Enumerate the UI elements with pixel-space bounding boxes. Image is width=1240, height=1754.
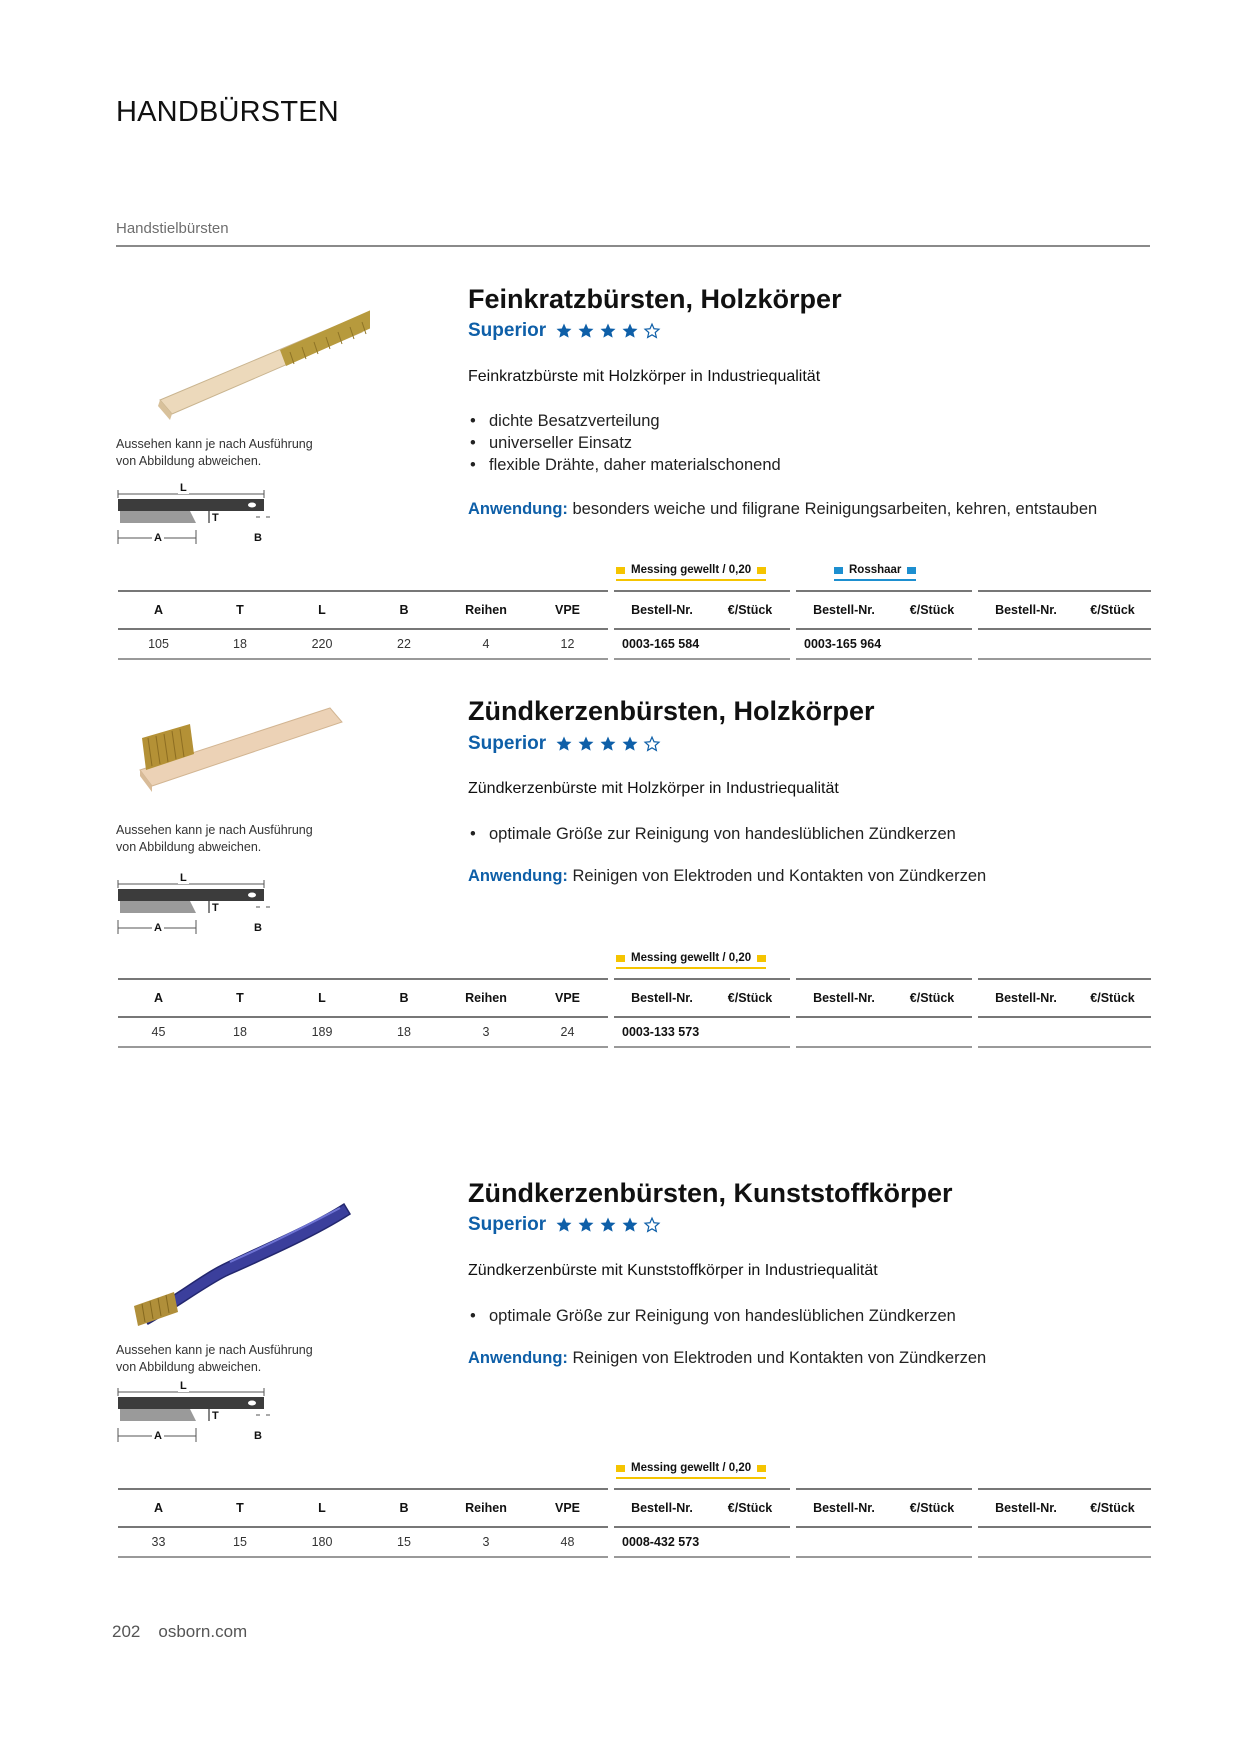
star-filled-icon	[599, 735, 617, 753]
feature-item: universeller Einsatz	[468, 432, 781, 454]
order-number[interactable]: 0003-133 573	[614, 1017, 790, 1048]
application-text: Anwendung: Reinigen von Elektroden und K…	[468, 1349, 987, 1367]
material-tag-brass: Messing gewellt / 0,20	[616, 1462, 767, 1479]
material-tag-horsehair: Rosshaar	[834, 564, 917, 581]
star-outline-icon	[643, 322, 661, 340]
brush-photo	[139, 707, 343, 792]
star-outline-icon	[643, 735, 661, 753]
star-filled-icon	[577, 735, 595, 753]
star-filled-icon	[621, 1216, 639, 1234]
feature-item: optimale Größe zur Reinigung von handesl…	[468, 1305, 956, 1327]
page-footer: 202 osborn.com	[112, 1622, 247, 1642]
product-description: Zündkerzenbürste mit Holzkörper in Indus…	[468, 780, 839, 797]
product-description: Feinkratzbürste mit Holzkörper in Indust…	[468, 368, 821, 385]
product-title: Zündkerzenbürsten, Holzkörper	[468, 696, 875, 726]
application-text: Anwendung: besonders weiche und filigran…	[468, 500, 1098, 518]
website-link[interactable]: osborn.com	[158, 1622, 248, 1641]
material-tag-brass: Messing gewellt / 0,20	[616, 952, 767, 969]
order-number[interactable]: 0003-165 584	[614, 629, 790, 660]
image-disclaimer: Aussehen kann je nach Ausführung von Abb…	[116, 1343, 313, 1374]
dimension-diagram: L T A B	[116, 1380, 276, 1454]
order-number[interactable]: 0008-432 573	[614, 1527, 790, 1558]
material-tag-brass: Messing gewellt / 0,20	[616, 564, 767, 581]
feature-item: optimale Größe zur Reinigung von handesl…	[468, 823, 956, 845]
brush-photo	[134, 1202, 352, 1326]
star-filled-icon	[555, 735, 573, 753]
feature-list: optimale Größe zur Reinigung von handesl…	[468, 1305, 956, 1327]
star-filled-icon	[555, 322, 573, 340]
dimension-diagram: L T A B	[116, 482, 276, 556]
quality-rating: Superior	[468, 1214, 661, 1236]
product-description: Zündkerzenbürste mit Kunststoffkörper in…	[468, 1262, 878, 1279]
page-number: 202	[112, 1622, 141, 1641]
dimension-diagram: L T A B	[116, 872, 276, 946]
feature-item: flexible Drähte, daher materialschonend	[468, 454, 781, 476]
image-disclaimer: Aussehen kann je nach Ausführung von Abb…	[116, 437, 313, 468]
product-title: Zündkerzenbürsten, Kunststoffkörper	[468, 1178, 953, 1208]
quality-rating: Superior	[468, 320, 661, 342]
brush-photo	[158, 310, 370, 420]
image-disclaimer: Aussehen kann je nach Ausführung von Abb…	[116, 823, 313, 854]
feature-list: dichte Besatzverteilung universeller Ein…	[468, 410, 781, 476]
section-label: Handstielbürsten	[116, 220, 229, 237]
section-divider	[116, 245, 1150, 247]
feature-item: dichte Besatzverteilung	[468, 410, 781, 432]
star-filled-icon	[577, 1216, 595, 1234]
order-number[interactable]: 0003-165 964	[796, 629, 972, 660]
quality-rating: Superior	[468, 733, 661, 755]
star-filled-icon	[599, 322, 617, 340]
feature-list: optimale Größe zur Reinigung von handesl…	[468, 823, 956, 845]
product-title: Feinkratzbürsten, Holzkörper	[468, 284, 842, 314]
star-outline-icon	[643, 1216, 661, 1234]
star-filled-icon	[599, 1216, 617, 1234]
star-filled-icon	[555, 1216, 573, 1234]
star-filled-icon	[621, 322, 639, 340]
star-filled-icon	[577, 322, 595, 340]
star-filled-icon	[621, 735, 639, 753]
page-title: HANDBÜRSTEN	[116, 96, 339, 128]
application-text: Anwendung: Reinigen von Elektroden und K…	[468, 867, 987, 885]
